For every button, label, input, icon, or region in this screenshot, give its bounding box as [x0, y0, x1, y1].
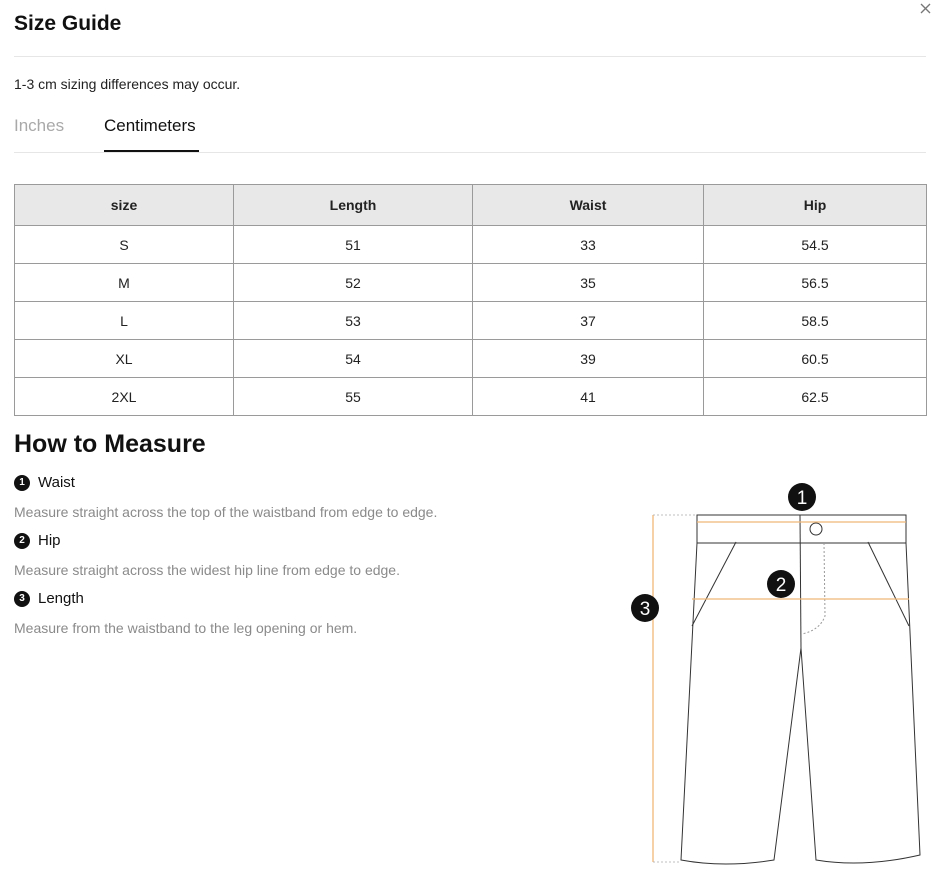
center-seam	[799, 514, 802, 649]
shorts-outline	[680, 542, 921, 865]
cell-waist: 35	[472, 263, 704, 302]
tab-centimeters[interactable]: Centimeters	[104, 116, 196, 135]
cell-hip: 62.5	[703, 377, 927, 416]
measure-desc-waist: Measure straight across the top of the w…	[14, 504, 438, 520]
number-badge-2: 2	[14, 532, 30, 549]
cell-length: 55	[233, 377, 473, 416]
marker-2: 2	[767, 570, 795, 598]
left-pocket	[691, 541, 737, 627]
cell-size: XL	[14, 339, 234, 378]
cell-length: 53	[233, 301, 473, 340]
cell-size: 2XL	[14, 377, 234, 416]
cell-hip: 60.5	[703, 339, 927, 378]
cell-hip: 58.5	[703, 301, 927, 340]
table-row: M 52 35 56.5	[14, 263, 927, 302]
size-table: size Length Waist Hip S 51 33 54.5 M 52 …	[14, 184, 927, 416]
table-row: L 53 37 58.5	[14, 301, 927, 340]
measure-label-hip: Hip	[38, 532, 61, 549]
header-size: size	[14, 184, 234, 226]
cell-size: L	[14, 301, 234, 340]
sizing-note: 1-3 cm sizing differences may occur.	[14, 76, 241, 92]
number-badge-3: 3	[14, 590, 30, 607]
button-icon	[809, 522, 823, 536]
cell-waist: 33	[472, 225, 704, 264]
cell-length: 54	[233, 339, 473, 378]
header-waist: Waist	[472, 184, 704, 226]
cell-hip: 56.5	[703, 263, 927, 302]
measure-item-length: 3 Length	[14, 590, 84, 607]
table-row: 2XL 55 41 62.5	[14, 377, 927, 416]
measure-desc-hip: Measure straight across the widest hip l…	[14, 562, 400, 578]
cell-hip: 54.5	[703, 225, 927, 264]
tab-inches[interactable]: Inches	[14, 116, 65, 135]
header-divider	[14, 56, 926, 57]
cell-size: S	[14, 225, 234, 264]
tabs-divider	[14, 152, 926, 153]
right-pocket	[867, 541, 910, 627]
marker-2-label: 2	[776, 575, 787, 596]
cell-length: 51	[233, 225, 473, 264]
cell-length: 52	[233, 263, 473, 302]
marker-1: 1	[788, 483, 816, 511]
measure-desc-length: Measure from the waistband to the leg op…	[14, 620, 358, 636]
cell-size: M	[14, 263, 234, 302]
fly-stitch	[801, 542, 826, 635]
measure-item-hip: 2 Hip	[14, 532, 61, 549]
table-header-row: size Length Waist Hip	[14, 184, 927, 226]
how-to-measure-heading: How to Measure	[14, 430, 206, 458]
marker-1-label: 1	[797, 488, 808, 509]
marker-3: 3	[631, 594, 659, 622]
measure-item-waist: 1 Waist	[14, 474, 75, 491]
cell-waist: 37	[472, 301, 704, 340]
cell-waist: 39	[472, 339, 704, 378]
measure-label-length: Length	[38, 590, 84, 607]
cell-waist: 41	[472, 377, 704, 416]
table-row: XL 54 39 60.5	[14, 339, 927, 378]
active-tab-indicator	[104, 150, 199, 152]
waistband	[696, 514, 907, 544]
table-row: S 51 33 54.5	[14, 225, 927, 264]
measure-label-waist: Waist	[38, 474, 75, 491]
marker-3-label: 3	[640, 599, 651, 620]
number-badge-1: 1	[14, 474, 30, 491]
shorts-diagram: 1 2 3	[631, 483, 921, 865]
modal-title: Size Guide	[14, 12, 122, 35]
close-icon[interactable]	[916, 0, 934, 18]
header-length: Length	[233, 184, 473, 226]
header-hip: Hip	[703, 184, 927, 226]
